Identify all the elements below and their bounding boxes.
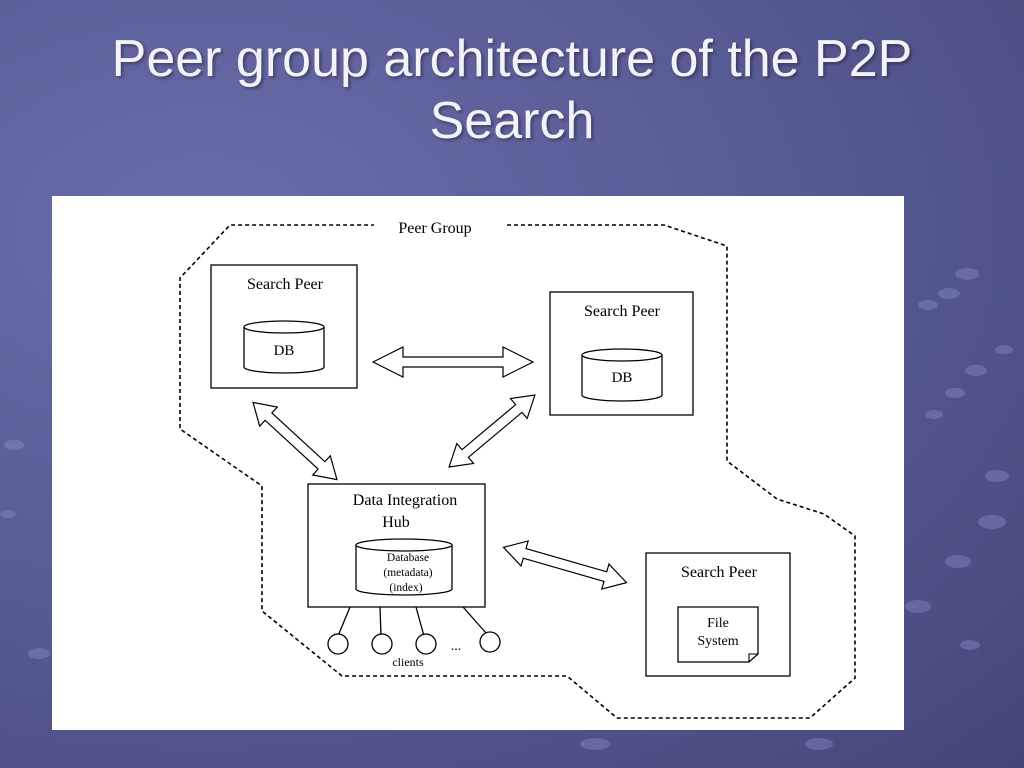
slide-title: Peer group architecture of the P2P Searc… — [40, 28, 984, 152]
background-dot — [918, 300, 938, 310]
slide-title-line2: Search — [429, 92, 595, 150]
hub-title-line2: Hub — [382, 514, 410, 531]
search-peer-3-title: Search Peer — [681, 564, 758, 581]
hub-db-line2: (metadata) — [383, 567, 432, 579]
background-dot — [0, 510, 16, 518]
file-system-document-icon — [677, 606, 759, 663]
background-dot — [985, 470, 1009, 482]
client-node — [479, 631, 501, 653]
background-dot — [945, 388, 965, 398]
client-node — [371, 633, 393, 655]
db-cylinder-icon — [581, 348, 663, 402]
client-node — [327, 633, 349, 655]
file-system-line1: File — [707, 616, 729, 631]
clients-label: clients — [392, 655, 424, 669]
clients-ellipsis: ... — [451, 639, 462, 654]
background-dot — [925, 410, 943, 419]
bidirectional-arrow-peer1-hub — [252, 401, 338, 481]
bidirectional-arrow-peer1-peer2 — [371, 346, 535, 378]
peer-group-label: Peer Group — [398, 220, 471, 237]
slide-title-line1: Peer group architecture of the P2P — [111, 30, 913, 88]
background-dot — [805, 738, 833, 750]
search-peer-1-title: Search Peer — [247, 276, 324, 293]
file-system-line2: System — [697, 634, 738, 649]
hub-database-cylinder-icon — [355, 538, 453, 596]
background-dot — [965, 365, 987, 376]
background-dot — [995, 345, 1013, 354]
peer-group-label-bg — [374, 214, 506, 238]
background-dot — [4, 440, 24, 450]
search-peer-2-title: Search Peer — [584, 303, 661, 320]
search-peer-1-db-label: DB — [274, 343, 295, 359]
bidirectional-arrow-peer2-hub — [448, 394, 536, 468]
architecture-diagram: Peer Group Search Peer DB Search Peer DB… — [179, 214, 856, 719]
client-node — [415, 633, 437, 655]
db-cylinder-icon — [243, 320, 325, 374]
background-dot — [955, 268, 979, 280]
background-dot — [978, 515, 1006, 529]
background-dot — [945, 555, 971, 568]
background-dot — [960, 640, 980, 650]
search-peer-2-db-label: DB — [612, 370, 633, 386]
hub-db-line1: Database — [387, 552, 429, 564]
background-dot — [938, 288, 960, 299]
background-dot — [580, 738, 610, 750]
hub-db-line3: (index) — [389, 582, 422, 594]
bidirectional-arrow-hub-peer3 — [502, 540, 628, 590]
hub-title-line1: Data Integration — [353, 492, 457, 509]
diagram-panel: Peer Group Search Peer DB Search Peer DB… — [52, 196, 904, 730]
client-connections — [337, 606, 487, 637]
background-dot — [28, 648, 50, 659]
background-dot — [905, 600, 931, 613]
